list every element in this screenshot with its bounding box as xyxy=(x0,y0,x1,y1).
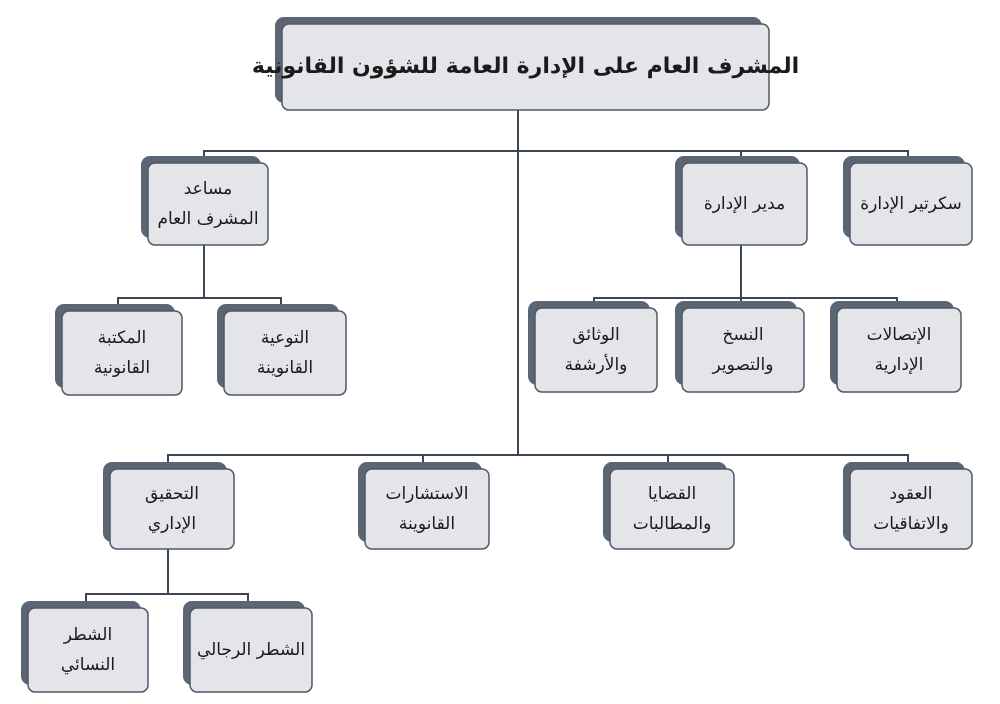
box-face xyxy=(681,162,808,246)
box-legal-consultations: الاستشارات القانوينة xyxy=(358,462,490,550)
box-label-line: النسخ xyxy=(722,325,763,345)
box-legal-awareness: التوعية القانوينة xyxy=(217,304,347,396)
box-label-line: الإدارية xyxy=(875,355,924,375)
box-label-line: المشرف العام xyxy=(157,209,258,229)
box-women-section: الشطر النسائي xyxy=(21,601,149,693)
box-label-line: مساعد xyxy=(184,179,233,199)
box-label-line: الإداري xyxy=(148,514,196,534)
box-label-line: مدير الإدارة xyxy=(704,194,785,214)
box-label-line: القانوينة xyxy=(257,358,313,378)
box-face xyxy=(849,468,973,550)
box-documents-archiving: الوثائق والأرشفة xyxy=(528,301,658,393)
box-label-line: القانونية xyxy=(94,358,150,378)
box-label-line: الوثائق xyxy=(572,325,620,345)
box-assistant-supervisor: مساعد المشرف العام xyxy=(141,156,269,246)
chart-boxes: المشرف العام على الإدارة العامة للشؤون ا… xyxy=(21,17,973,693)
box-label-line: العقود xyxy=(889,484,932,504)
box-label-line: سكرتير الإدارة xyxy=(860,194,962,214)
box-face xyxy=(836,307,962,393)
box-label-line: والمطالبات xyxy=(633,514,712,534)
box-label-line: الإتصالات xyxy=(867,325,932,345)
box-label-line: المكتبة xyxy=(98,328,147,348)
box-face xyxy=(849,162,973,246)
box-general-supervisor: المشرف العام على الإدارة العامة للشؤون ا… xyxy=(252,17,799,111)
box-legal-library: المكتبة القانونية xyxy=(55,304,183,396)
box-contracts-agreements: العقود والاتفاقيات xyxy=(843,462,973,550)
box-face xyxy=(27,607,149,693)
box-face xyxy=(609,468,735,550)
box-administrative-investigation: التحقيق الإداري xyxy=(103,462,235,550)
box-face xyxy=(147,162,269,246)
box-label-line: والأرشفة xyxy=(565,354,628,375)
box-label-line: الشطر xyxy=(63,625,112,645)
box-label-line: والاتفاقيات xyxy=(873,514,949,534)
box-label-line: الشطر الرجالي xyxy=(197,640,305,660)
box-face xyxy=(109,468,235,550)
box-label-line: القضايا xyxy=(648,484,696,504)
box-copying-photocopying: النسخ والتصوير xyxy=(675,301,805,393)
box-face xyxy=(681,307,805,393)
box-department-secretary: سكرتير الإدارة xyxy=(843,156,973,246)
box-label-line: المشرف العام على الإدارة العامة للشؤون ا… xyxy=(252,54,799,79)
box-label-line: الاستشارات xyxy=(385,484,468,504)
box-department-manager: مدير الإدارة xyxy=(675,156,808,246)
box-label-line: التحقيق xyxy=(145,484,199,504)
box-label-line: والتصوير xyxy=(712,355,774,375)
box-face xyxy=(364,468,490,550)
box-face xyxy=(223,310,347,396)
box-administrative-communications: الإتصالات الإدارية xyxy=(830,301,962,393)
box-face xyxy=(61,310,183,396)
box-men-section: الشطر الرجالي xyxy=(183,601,313,693)
box-face xyxy=(281,23,770,111)
box-cases-claims: القضايا والمطالبات xyxy=(603,462,735,550)
box-face xyxy=(189,607,313,693)
box-label-line: النسائي xyxy=(61,655,115,675)
box-face xyxy=(534,307,658,393)
box-label-line: القانوينة xyxy=(399,514,455,534)
box-label-line: التوعية xyxy=(261,328,309,348)
